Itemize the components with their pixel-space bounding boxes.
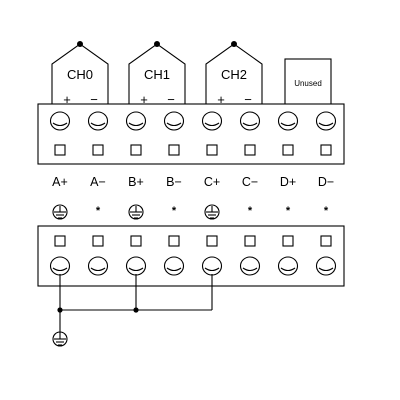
terminal-screw: [87, 256, 109, 276]
terminal-screw-slot: [280, 267, 296, 272]
terminal-square: [244, 144, 256, 156]
terminal-screw-slot: [166, 122, 182, 127]
terminal-square: [282, 235, 294, 247]
terminal-screw-slot: [90, 122, 106, 127]
ch2-minus-sign: −: [244, 92, 252, 107]
channel-label-ch2: CH2: [221, 67, 247, 82]
terminal-screw: [239, 111, 261, 131]
terminal-square: [54, 235, 66, 247]
terminal-screw-slot: [204, 267, 220, 272]
terminal-screw-slot: [318, 122, 334, 127]
terminal-screw-slot: [204, 122, 220, 127]
terminal-screw-slot: [166, 267, 182, 272]
terminal-screw: [49, 111, 71, 131]
unused-label: Unused: [294, 79, 322, 88]
terminal-square: [244, 235, 256, 247]
terminal-square: [320, 235, 332, 247]
lower-screw-row: [49, 256, 337, 276]
terminal-label-c-plus: C+: [204, 175, 220, 189]
upper-terminal-block: [37, 103, 345, 165]
terminal-square: [130, 144, 142, 156]
terminal-screw-slot: [280, 122, 296, 127]
ground-symbol-icon: [128, 204, 144, 220]
asterisk-mark: *: [172, 205, 177, 217]
terminal-screw: [277, 111, 299, 131]
terminal-screw-slot: [242, 122, 258, 127]
ground-symbol-icon: [52, 204, 68, 220]
terminal-square: [92, 235, 104, 247]
terminal-square: [168, 235, 180, 247]
ch0-plus-sign: +: [63, 92, 71, 107]
terminal-label-b-plus: B+: [128, 175, 144, 189]
terminal-screw: [315, 256, 337, 276]
terminal-square: [206, 144, 218, 156]
unused-channel-box: Unused: [284, 58, 332, 106]
terminal-square: [320, 144, 332, 156]
asterisk-mark: *: [248, 205, 253, 217]
terminal-screw-slot: [128, 122, 144, 127]
asterisk-mark: *: [324, 205, 329, 217]
terminal-label-d-minus: D−: [318, 175, 334, 189]
channel-label-ch1: CH1: [144, 67, 170, 82]
terminal-screw-slot: [128, 267, 144, 272]
terminal-square: [54, 144, 66, 156]
upper-terminal-strip: [37, 103, 345, 165]
terminal-screw-slot: [52, 267, 68, 272]
terminal-label-b-minus: B−: [166, 175, 182, 189]
terminal-square: [168, 144, 180, 156]
terminal-label-a-minus: A−: [90, 175, 106, 189]
thermocouple-junction-ch1: [154, 41, 160, 47]
terminal-square: [282, 144, 294, 156]
lower-terminal-strip: [37, 225, 345, 287]
ch0-minus-sign: −: [90, 92, 98, 107]
terminal-screw: [239, 256, 261, 276]
wire-junction-dot: [133, 307, 139, 313]
terminal-screw: [315, 111, 337, 131]
terminal-screw-slot: [242, 267, 258, 272]
ground-symbol-icon: [204, 204, 220, 220]
terminal-square: [92, 144, 104, 156]
upper-square-row: [54, 144, 332, 156]
terminal-screw: [125, 111, 147, 131]
channel-label-ch0: CH0: [67, 67, 93, 82]
terminal-screw: [163, 111, 185, 131]
terminal-label-a-plus: A+: [52, 175, 68, 189]
terminal-screw: [277, 256, 299, 276]
thermocouple-ch1: CH1 + −: [128, 41, 186, 107]
terminal-screw: [163, 256, 185, 276]
ch1-minus-sign: −: [167, 92, 175, 107]
terminal-square: [130, 235, 142, 247]
lower-square-row: [54, 235, 332, 247]
terminal-screw-slot: [52, 122, 68, 127]
ground-bus-wire: [57, 274, 213, 332]
terminal-screw: [87, 111, 109, 131]
terminal-label-d-plus: D+: [280, 175, 296, 189]
terminal-label-row: A+ A− B+ B− C+ C− D+ D−: [52, 175, 334, 189]
ch2-plus-sign: +: [217, 92, 225, 107]
shield-mark-row: * * * * *: [52, 204, 329, 220]
terminal-screw: [201, 256, 223, 276]
thermocouple-junction-ch2: [231, 41, 237, 47]
terminal-screw-slot: [318, 267, 334, 272]
ch1-plus-sign: +: [140, 92, 148, 107]
terminal-square: [206, 235, 218, 247]
asterisk-mark: *: [96, 205, 101, 217]
thermocouple-ch0: CH0 + −: [51, 41, 109, 107]
earth-ground-icon: [52, 331, 68, 347]
terminal-screw: [201, 111, 223, 131]
lower-terminal-block: [37, 225, 345, 287]
thermocouple-junction-ch0: [77, 41, 83, 47]
asterisk-mark: *: [286, 205, 291, 217]
terminal-label-c-minus: C−: [242, 175, 258, 189]
thermocouple-ch2: CH2 + −: [205, 41, 263, 107]
terminal-screw: [125, 256, 147, 276]
upper-screw-row: [49, 111, 337, 131]
terminal-screw: [49, 256, 71, 276]
terminal-screw-slot: [90, 267, 106, 272]
